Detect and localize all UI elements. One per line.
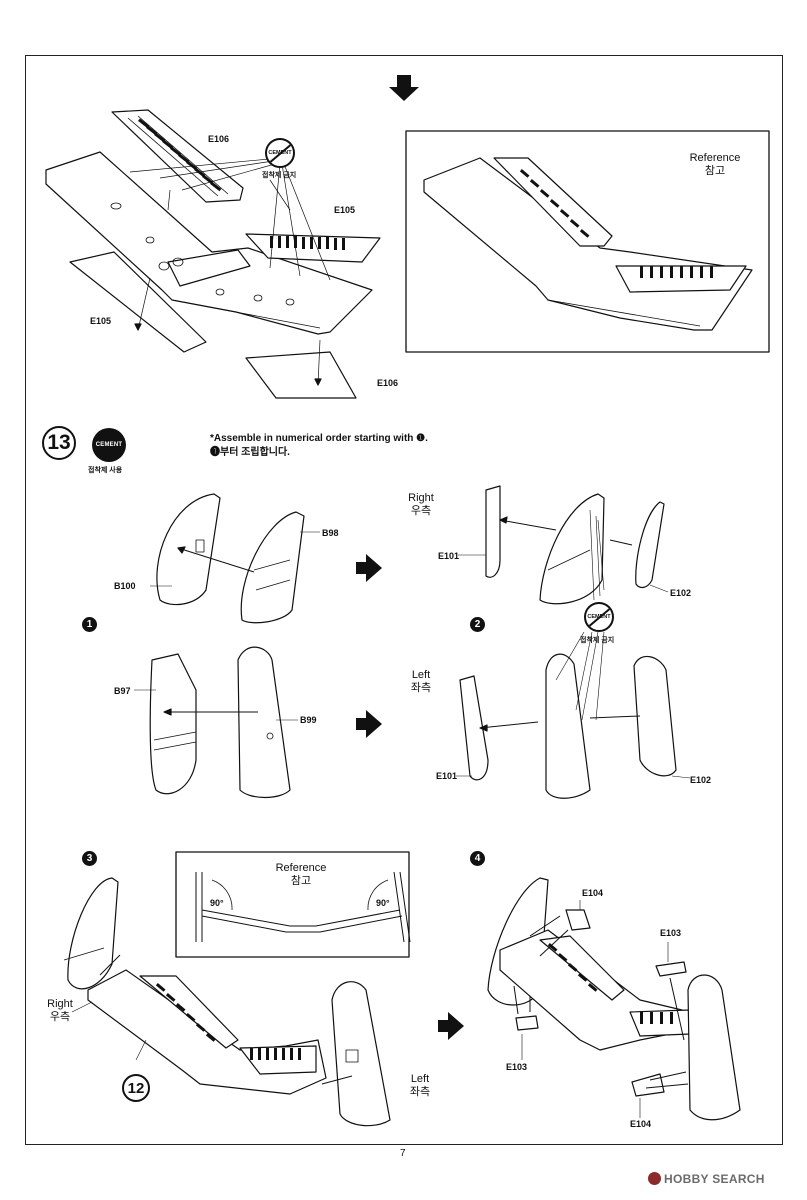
no-cement-icon: CEMENT xyxy=(265,138,295,168)
assembly-note: *Assemble in numerical order starting wi… xyxy=(210,433,428,458)
step3-tailplane xyxy=(87,969,327,1095)
part-label-b97: B97 xyxy=(114,686,131,696)
left-rudder-e101 xyxy=(459,675,489,781)
substep-2-marker: 2 xyxy=(470,617,485,632)
no-cement-icon: CEMENT xyxy=(584,602,614,632)
top-wing-exploded xyxy=(45,109,381,399)
right-arrow-icon xyxy=(356,710,382,738)
part-label-b99: B99 xyxy=(300,715,317,725)
right-rudder-assembly xyxy=(539,493,605,605)
angle-label-right: 90° xyxy=(376,898,390,908)
left-rudder-e102 xyxy=(633,655,677,777)
part-label-e105: E105 xyxy=(334,205,356,215)
reference-tailplane-front xyxy=(195,871,411,943)
right-rudder-e102 xyxy=(635,501,665,589)
part-label-e103: E103 xyxy=(506,1062,528,1072)
rudder-b100 xyxy=(156,493,221,606)
reference-title-top: Reference 참고 xyxy=(689,152,741,177)
right-arrow-icon xyxy=(438,1012,464,1040)
cement-caption: 접착제 사용 xyxy=(88,467,123,474)
right-rudder-e101 xyxy=(485,485,501,578)
hobby-search-logo-icon xyxy=(648,1172,661,1185)
down-arrow-icon xyxy=(389,75,419,101)
part-label-e102: E102 xyxy=(690,775,712,785)
left-rudder-assembly xyxy=(545,653,591,799)
part-label-e101: E101 xyxy=(438,551,460,561)
part-label-e106: E106 xyxy=(377,378,399,388)
reference-wing-top xyxy=(423,157,753,331)
rudder-b97 xyxy=(149,653,197,795)
reference-title-step3: Reference 참고 xyxy=(275,862,327,887)
part-label-e105: E105 xyxy=(90,316,112,326)
substep-3-marker: 3 xyxy=(82,851,97,866)
page-number: 7 xyxy=(400,1148,406,1159)
substep-1-marker: 1 xyxy=(82,617,97,632)
side-left-label: Left 좌측 xyxy=(410,669,432,694)
no-cement-caption: 접착제 금지 xyxy=(580,637,615,644)
reference-box-step3 xyxy=(175,851,410,958)
part-label-b98: B98 xyxy=(322,528,339,538)
reference-step-marker: 12 xyxy=(122,1074,150,1102)
part-label-e104: E104 xyxy=(582,888,604,898)
part-label-e101: E101 xyxy=(436,771,458,781)
cement-icon: CEMENT xyxy=(92,428,126,462)
right-arrow-icon xyxy=(356,554,382,582)
side-left-label: Left 좌측 xyxy=(409,1073,431,1098)
part-label-e106: E106 xyxy=(208,134,230,144)
side-right-label: Right 우측 xyxy=(408,492,434,517)
step3-left-fin xyxy=(331,981,391,1127)
part-label-e103: E103 xyxy=(660,928,682,938)
substep-4-marker: 4 xyxy=(470,851,485,866)
part-label-e104: E104 xyxy=(630,1119,652,1129)
step4-assembly xyxy=(487,877,741,1121)
part-label-b100: B100 xyxy=(114,581,136,591)
rudder-b99 xyxy=(237,646,291,799)
watermark: HOBBY SEARCH xyxy=(648,1172,765,1186)
step-number: 13 xyxy=(42,426,76,460)
angle-label-left: 90° xyxy=(210,898,224,908)
page-frame xyxy=(25,55,783,1145)
reference-box-top xyxy=(405,130,770,353)
no-cement-caption: 접착제 금지 xyxy=(262,172,297,179)
step3-right-fin xyxy=(63,877,119,990)
part-label-e102: E102 xyxy=(670,588,692,598)
side-right-label: Right 우측 xyxy=(47,998,73,1023)
rudder-b98 xyxy=(240,511,305,624)
